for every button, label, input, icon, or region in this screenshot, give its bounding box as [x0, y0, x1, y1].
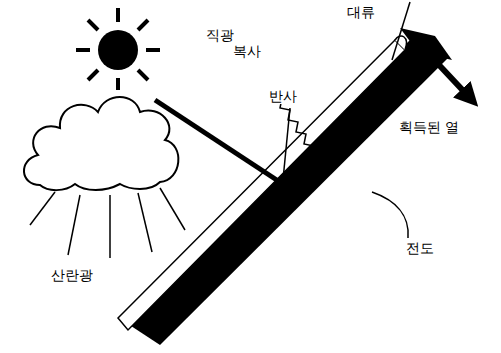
cloud: [24, 97, 178, 190]
reflection-label: 반사: [268, 89, 298, 104]
radiation-label: 복사: [232, 44, 262, 59]
direct-light-label: 직광: [205, 28, 235, 43]
convection-line: [392, 2, 410, 60]
direct-light: [155, 100, 295, 192]
radiation-wave: [272, 96, 330, 172]
heat-arrow: [425, 50, 470, 98]
conduction-label: 전도: [405, 241, 435, 256]
conduction-leader: [372, 192, 408, 238]
convection-label: 대류: [346, 5, 376, 20]
scattered-rays: [30, 188, 185, 258]
sun: [76, 8, 160, 90]
glazing: [118, 40, 405, 330]
scattered-light-label: 산란광: [50, 268, 94, 283]
collector-body: [125, 40, 448, 345]
heat-gained-label: 획득된 열: [398, 120, 460, 135]
